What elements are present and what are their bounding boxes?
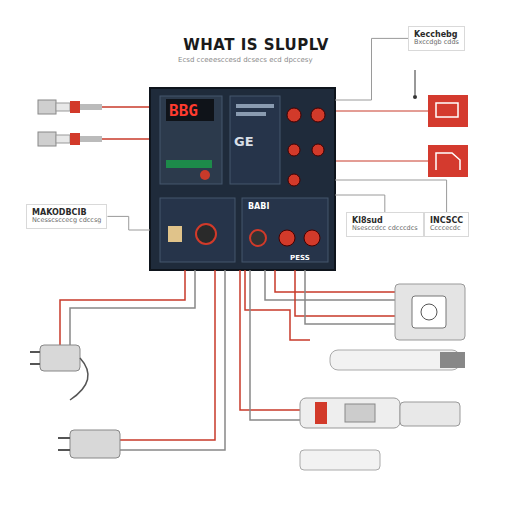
module-right xyxy=(330,284,465,370)
leader-wire xyxy=(335,180,447,212)
callout-heading: Kecchebg xyxy=(414,30,459,39)
callout-box: INCSCCCcccecdc xyxy=(424,212,469,237)
panel-label: BABI xyxy=(248,202,269,211)
callout-body: Nsesccdcc cdcccdcs xyxy=(352,225,418,233)
panel-label: PESS xyxy=(290,254,310,262)
supply-panel: BBG GE BABI PESS xyxy=(150,88,335,270)
callout-box: MAKODBCIBNcesscsccecg cdccsg xyxy=(26,204,107,229)
panel-label: GE xyxy=(234,134,254,149)
callout-heading: INCSCC xyxy=(430,216,463,225)
subtitle-note: Ecsd cceeesccesd dcsecs ecd dpccesy xyxy=(178,56,313,64)
leader-wire xyxy=(107,216,150,230)
callout-body: Ccccecdc xyxy=(430,225,463,233)
callout-box: KecchebgBxccdgb cdds xyxy=(408,26,465,51)
callout-box: Kl8sudNsesccdcc cdcccdcs xyxy=(346,212,424,237)
fuse-components xyxy=(300,398,460,470)
connector-icons xyxy=(30,100,150,220)
leader-wire xyxy=(335,195,385,212)
callout-heading: MAKODBCIB xyxy=(32,208,101,217)
power-supply-unit xyxy=(150,88,335,270)
plug-left xyxy=(30,345,120,458)
display-digits: BBG xyxy=(169,101,198,120)
leader-wire xyxy=(335,38,408,100)
red-icons xyxy=(335,70,468,177)
callout-body: Ncesscsccecg cdccsg xyxy=(32,217,101,225)
callout-body: Bxccdgb cdds xyxy=(414,39,459,47)
callout-heading: Kl8sud xyxy=(352,216,418,225)
